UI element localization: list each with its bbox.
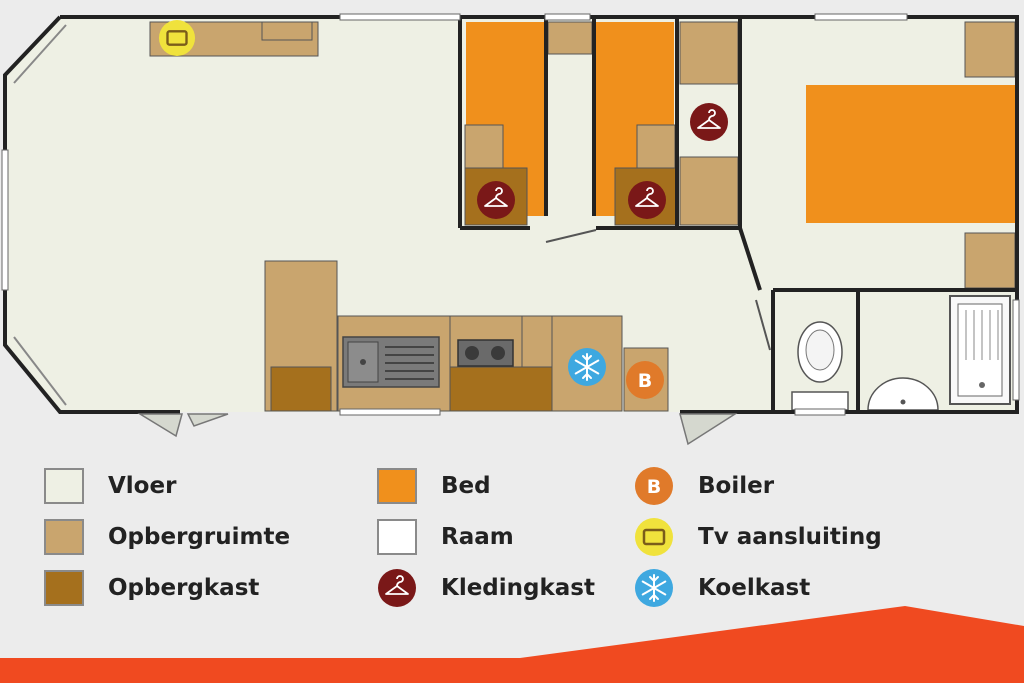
legend-label-floor: Vloer	[108, 473, 177, 499]
bed-swatch	[377, 468, 417, 504]
legend-label-tv: Tv aansluiting	[698, 524, 882, 550]
cupboard-swatch	[44, 570, 84, 606]
storage-bedroom-2	[636, 124, 676, 169]
legend-label-storage: Opbergruimte	[108, 524, 291, 550]
footer-band	[0, 606, 1024, 683]
legend-item-fridge: Koelkast	[634, 568, 810, 608]
snowflake-icon	[567, 347, 607, 387]
hanger-icon	[627, 180, 667, 220]
hanger-icon	[689, 102, 729, 142]
hanger-icon	[476, 180, 516, 220]
legend-item-boiler: B Boiler	[634, 466, 774, 506]
entry-door-mid	[186, 413, 229, 427]
legend-item-storage: Opbergruimte	[44, 517, 290, 557]
legend-item-cupboard: Opbergkast	[44, 568, 259, 608]
toilet	[791, 321, 849, 411]
storage-master-top	[964, 21, 1016, 78]
legend-label-window: Raam	[441, 524, 514, 550]
floor-swatch	[44, 468, 84, 504]
bed-master	[806, 85, 1017, 223]
entry-door-right	[679, 413, 738, 446]
storage-master-bottom	[964, 232, 1016, 289]
legend-item-tv: Tv aansluiting	[634, 517, 882, 557]
boiler-icon: B	[634, 466, 674, 506]
cupboard-kitchen-low	[270, 366, 332, 412]
svg-text:B: B	[638, 370, 652, 392]
storage-wardrobe-bottom	[679, 156, 739, 226]
legend-label-bed: Bed	[441, 473, 491, 499]
storage-hall	[547, 21, 593, 55]
floor-plan: B	[1, 13, 1020, 446]
tv-icon	[634, 517, 674, 557]
legend-label-wardrobe: Kledingkast	[441, 575, 595, 601]
legend-label-cupboard: Opbergkast	[108, 575, 260, 601]
tv-icon	[158, 19, 196, 57]
legend-item-bed: Bed	[377, 466, 491, 506]
entry-door-left	[137, 413, 183, 438]
legend-label-fridge: Koelkast	[698, 575, 811, 601]
cupboard-under-hob	[449, 366, 553, 412]
washbasin	[867, 377, 939, 411]
legend-item-window: Raam	[377, 517, 514, 557]
boiler-icon: B	[626, 361, 664, 399]
legend-item-wardrobe: Kledingkast	[377, 568, 595, 608]
legend-label-boiler: Boiler	[698, 473, 775, 499]
storage-swatch	[44, 519, 84, 555]
legend-item-floor: Vloer	[44, 466, 176, 506]
storage-bedroom-1	[464, 124, 504, 169]
storage-wardrobe-top	[679, 21, 739, 85]
svg-text:B: B	[647, 476, 661, 498]
windows	[1, 13, 1020, 416]
window-swatch	[377, 519, 417, 555]
